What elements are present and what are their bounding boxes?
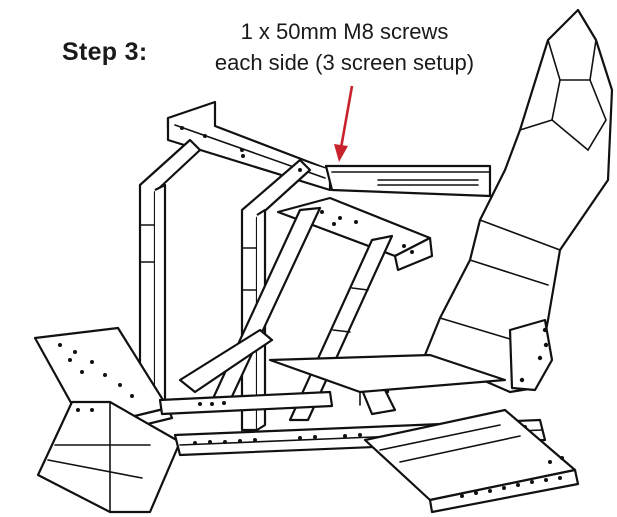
base-side-bar	[158, 390, 334, 416]
racing-seat	[423, 8, 614, 394]
screw-note: 1 x 50mm M8 screws each side (3 screen s…	[172, 16, 517, 78]
step-label: Step 3:	[62, 38, 148, 66]
screen-mount-right-extension	[324, 164, 492, 198]
rear-base-frame	[363, 408, 580, 514]
annotation-arrow	[334, 85, 354, 162]
screw-note-line-2: each side (3 screen setup)	[214, 50, 475, 75]
seat-rails	[268, 353, 507, 406]
screw-note-line-1: 1 x 50mm M8 screws	[240, 19, 449, 44]
